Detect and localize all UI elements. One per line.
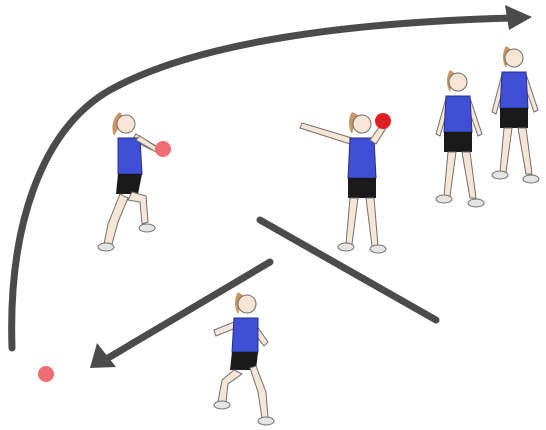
ball-on-ground <box>38 366 54 382</box>
skin-shape <box>518 128 532 174</box>
pink-ball-held <box>155 141 171 157</box>
thrower-figure <box>300 112 391 253</box>
skin-shape <box>300 123 352 144</box>
waiting-player-back-figure <box>492 46 539 183</box>
shorts-shape <box>348 178 376 198</box>
shoe-shape <box>98 243 114 251</box>
skin-shape <box>500 128 512 172</box>
shoe-shape <box>523 175 539 183</box>
shirt-shape <box>232 318 258 352</box>
shirt-shape <box>348 138 376 178</box>
red-ball-held <box>375 113 391 129</box>
skin-shape <box>505 49 523 67</box>
runner-with-ball-figure <box>98 112 171 251</box>
skin-shape <box>104 194 128 244</box>
shoe-shape <box>492 171 508 179</box>
skin-shape <box>449 73 467 91</box>
shorts-shape <box>500 108 528 128</box>
shoe-shape <box>258 417 274 425</box>
skin-shape <box>462 152 476 198</box>
skin-shape <box>353 115 371 133</box>
runner-bottom-figure <box>214 292 274 425</box>
waiting-player-front-figure <box>436 70 484 207</box>
skin-shape <box>444 152 456 196</box>
skin-shape <box>218 370 242 402</box>
arrowhead-icon <box>505 5 532 30</box>
shoe-shape <box>214 401 230 409</box>
skin-shape <box>346 198 358 244</box>
shirt-shape <box>118 138 142 174</box>
shirt-shape <box>500 72 528 108</box>
skin-shape <box>128 192 148 224</box>
shoe-shape <box>436 195 452 203</box>
skin-shape <box>366 198 378 246</box>
skin-shape <box>117 115 135 133</box>
skin-shape <box>238 295 256 313</box>
shirt-shape <box>444 96 472 132</box>
shoe-shape <box>468 199 484 207</box>
shoe-shape <box>139 224 155 232</box>
curved-arrow-path <box>12 18 512 348</box>
skin-shape <box>250 366 268 418</box>
curved-return-arrow <box>12 5 532 348</box>
shoe-shape <box>370 245 386 253</box>
shorts-shape <box>116 174 142 194</box>
shorts-shape <box>444 132 472 152</box>
shoe-shape <box>338 243 354 251</box>
